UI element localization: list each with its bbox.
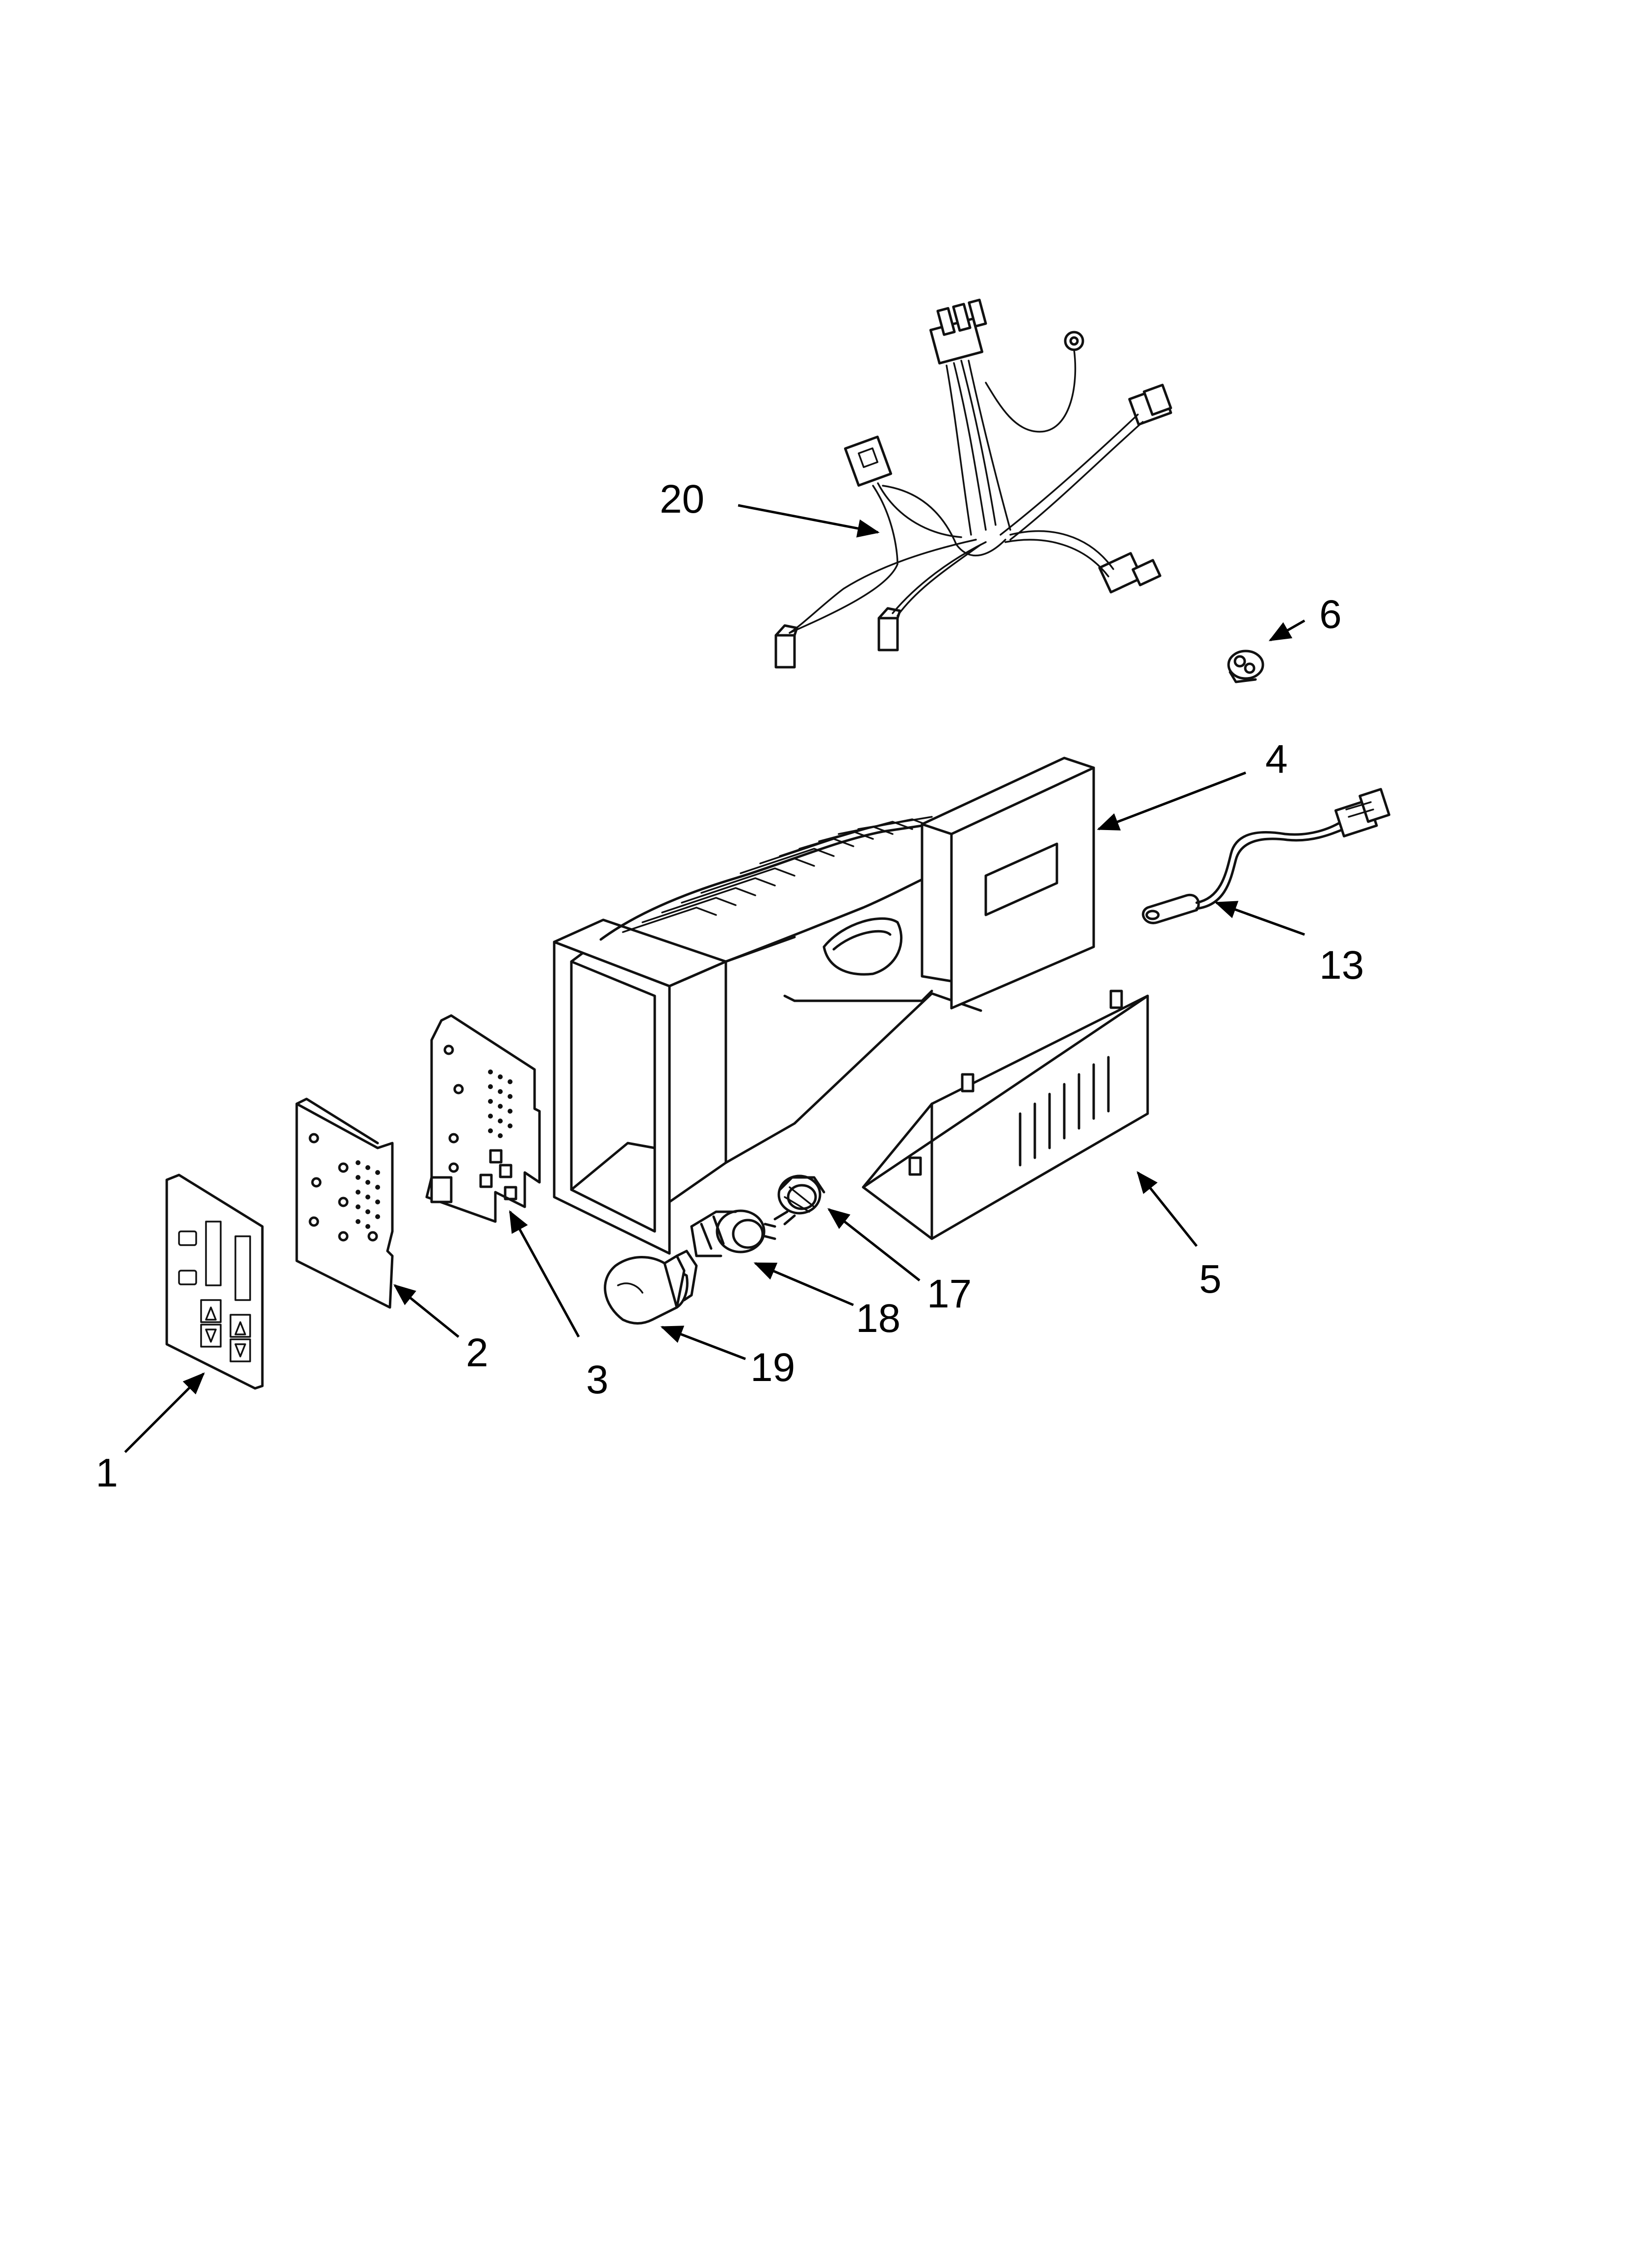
sensor-part-13 [1142, 788, 1390, 924]
callout-3: 3 [586, 1357, 609, 1402]
housing-part-4 [553, 756, 1095, 1255]
callout-2: 2 [466, 1330, 488, 1375]
leader-18 [753, 1262, 854, 1306]
cover-part-5 [862, 990, 1149, 1240]
leader-3 [509, 1210, 580, 1338]
bulb-part-19 [604, 1250, 698, 1325]
callout-13: 13 [1319, 943, 1364, 988]
callout-4: 4 [1265, 737, 1288, 782]
clip-part-6 [1227, 650, 1264, 683]
leader-5 [1136, 1171, 1198, 1247]
leader-1 [124, 1372, 205, 1453]
lamp-socket-part-18 [690, 1209, 776, 1257]
leader-lines [124, 504, 1306, 1453]
callout-labels: 20 6 4 13 5 17 18 19 3 2 1 [96, 477, 1364, 1495]
leader-6 [1268, 619, 1306, 642]
keypad-overlay-part-1 [165, 1173, 264, 1390]
callout-6: 6 [1319, 592, 1342, 637]
leader-4 [1097, 771, 1246, 831]
callout-20: 20 [660, 477, 704, 521]
leader-17 [827, 1208, 921, 1281]
leader-19 [660, 1326, 746, 1360]
leader-20 [738, 504, 880, 538]
callout-18: 18 [856, 1296, 900, 1341]
callout-1: 1 [96, 1451, 118, 1495]
callout-17: 17 [927, 1272, 972, 1316]
leader-2 [393, 1284, 460, 1338]
circuit-frame-part-2 [295, 1097, 394, 1309]
wire-harness-part-20 [774, 298, 1172, 669]
leader-13 [1214, 901, 1305, 936]
callout-5: 5 [1199, 1257, 1222, 1302]
socket-part-17 [773, 1174, 825, 1225]
callout-19: 19 [750, 1345, 795, 1390]
control-board-part-3 [425, 1014, 541, 1223]
